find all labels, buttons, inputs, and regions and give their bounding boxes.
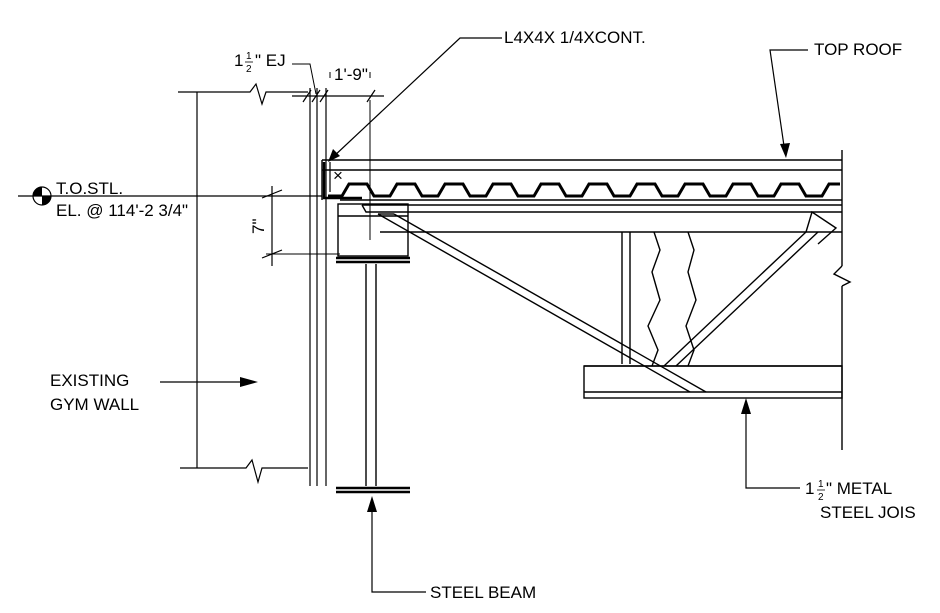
arrowhead — [240, 377, 258, 387]
deck-fraction-den: 2 — [818, 492, 824, 503]
tos-label-line1: T.O.STL. — [56, 179, 123, 198]
annotations: L4X4X 1/4XCONT. TOP ROOF 1 1 2 " EJ 1'-9… — [50, 28, 916, 602]
deck-suffix: " METAL — [826, 479, 892, 498]
ej-suffix: " EJ — [255, 51, 286, 70]
dim-vertical-label: 7" — [249, 219, 268, 235]
existing-gym-wall — [178, 82, 327, 486]
angle-label: L4X4X 1/4XCONT. — [504, 28, 646, 47]
ej-fraction-den: 2 — [246, 64, 252, 75]
roof-deck-assembly: × — [321, 150, 852, 450]
deck-fraction-num: 1 — [818, 479, 824, 490]
arrowhead — [328, 149, 340, 162]
deck-whole: 1 — [805, 479, 814, 498]
wall-break-line-bottom — [180, 458, 308, 485]
ej-whole: 1 — [234, 51, 243, 70]
joist-label: STEEL JOIS — [820, 503, 916, 522]
wall-label-line1: EXISTING — [50, 371, 129, 390]
weld-mark: × — [333, 166, 343, 185]
arrowhead — [780, 143, 790, 158]
dim-top-label: 1'-9" — [334, 65, 368, 84]
continuous-angle — [322, 162, 362, 200]
joist-bottom-chord — [583, 365, 843, 399]
metal-deck-profile — [328, 182, 840, 198]
top-roof-label: TOP ROOF — [814, 40, 902, 59]
arrowhead — [367, 496, 377, 512]
steel-beam — [336, 203, 410, 494]
tos-label-line2: EL. @ 114'-2 3/4" — [56, 201, 188, 220]
wall-break-line-top — [178, 82, 308, 106]
elevation-marker — [18, 186, 322, 206]
elevation-marker-icon — [33, 187, 51, 205]
steel-joist — [377, 210, 843, 399]
beam-label: STEEL BEAM — [430, 583, 536, 602]
wall-label-line2: GYM WALL — [50, 395, 139, 414]
ej-fraction-num: 1 — [246, 51, 252, 62]
dimension-vertical — [261, 186, 340, 266]
arrowhead — [741, 398, 751, 414]
leaders — [160, 37, 808, 593]
